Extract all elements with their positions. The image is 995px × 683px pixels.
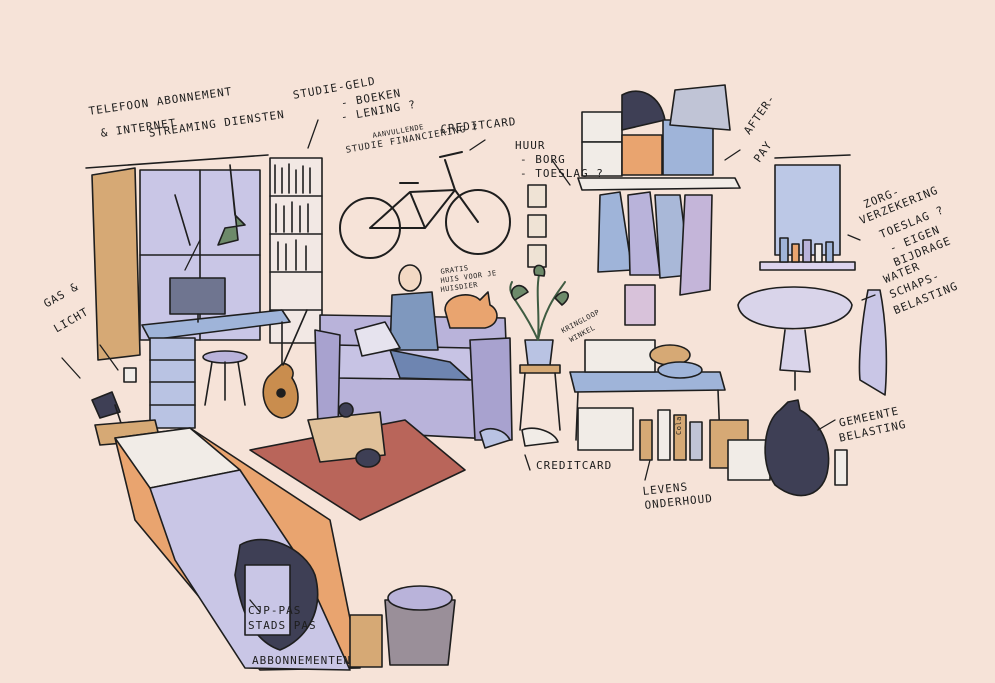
- hanging-plant-icon: [217, 164, 246, 246]
- label-borg: - BORG: [520, 153, 566, 166]
- wall-pictures: [527, 184, 547, 268]
- label-cola: Cola: [675, 416, 683, 435]
- label-stadspas: STADS PAS: [248, 619, 317, 632]
- side-table: [569, 339, 726, 451]
- stool: [202, 350, 248, 406]
- label-huur: HUUR: [515, 139, 546, 152]
- laptop-icon: [354, 321, 401, 357]
- bottles-icon: [779, 237, 834, 263]
- wine-bottle: [834, 449, 848, 486]
- annotation-arrows: [61, 119, 876, 613]
- towel-icon: [858, 289, 888, 396]
- mug: [338, 402, 354, 418]
- storage-boxes: [581, 84, 731, 177]
- floor-bottles: [639, 409, 771, 481]
- hanging-clothes: [597, 191, 713, 326]
- laundry-basket-icon: [384, 585, 456, 666]
- plant-icon: [509, 264, 569, 431]
- label-toeslag: - TOESLAG ?: [520, 167, 604, 180]
- label-cjp: CJP-PAS: [248, 604, 302, 617]
- shoes: [479, 427, 559, 449]
- cardboard-box: [349, 614, 383, 668]
- desk: [141, 309, 291, 429]
- toiletry-shelf: [759, 261, 856, 271]
- label-abonnementen: ABBONNEMENTEN: [252, 654, 352, 667]
- wall-socket: [123, 367, 137, 383]
- person-with-laptop: [354, 264, 471, 381]
- sink-icon: [737, 286, 853, 391]
- clothes-rack: [577, 177, 741, 191]
- monitor-icon: [169, 277, 226, 323]
- label-creditcard-bottom: CREDITCARD: [536, 459, 613, 472]
- curtain-left: [91, 167, 141, 361]
- teapot: [355, 448, 381, 468]
- cat-icon: [444, 291, 498, 329]
- bicycle-icon: [339, 151, 511, 259]
- curtain-rod: [85, 154, 269, 169]
- bed: [114, 427, 361, 671]
- guitar-icon: [262, 309, 308, 419]
- trash-bag-icon: [764, 399, 830, 497]
